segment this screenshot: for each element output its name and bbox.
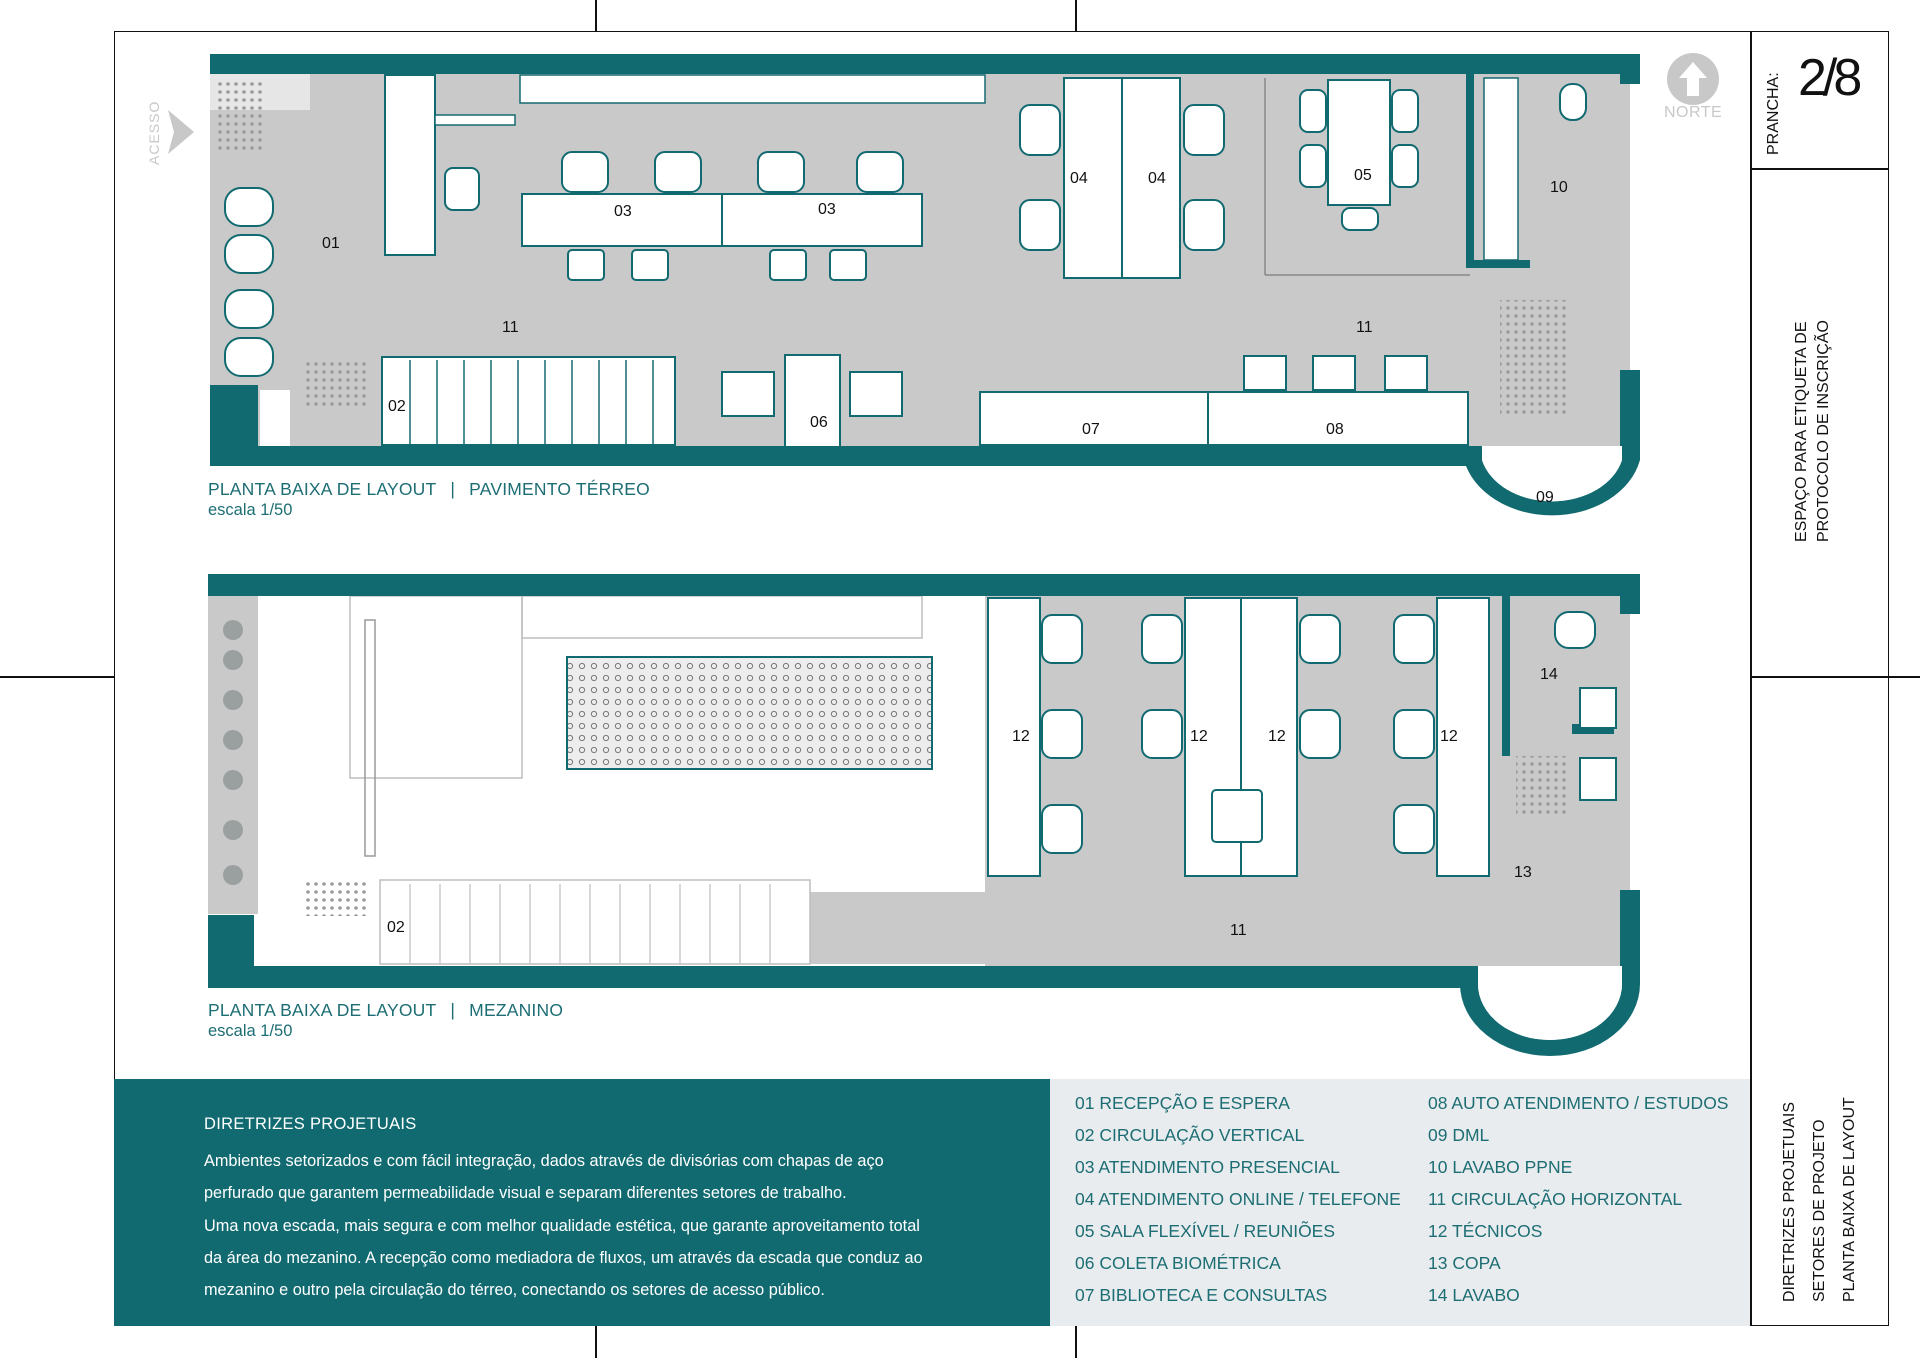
legend-item: 06 COLETA BIOMÉTRICA [1075,1253,1281,1273]
frame-bottom-tick-left [595,1326,597,1358]
room-legend: 01 RECEPÇÃO E ESPERA 02 CIRCULAÇÃO VERTI… [1050,1079,1750,1326]
room-number: 12 [1440,728,1458,745]
biometric-counter-06 [784,354,841,451]
room-number: 02 [387,919,405,936]
access-arrow-icon [168,110,194,154]
room-number: 12 [1268,728,1286,745]
mezz-caption-right: MEZANINO [469,1000,564,1020]
room-number: 12 [1190,728,1208,745]
mezz-caption-left: PLANTA BAIXA DE LAYOUT [208,1000,437,1020]
stamp-line-1: ESPAÇO PARA ETIQUETA DE [1793,321,1810,543]
ground-caption-right: PAVIMENTO TÉRREO [469,479,650,499]
desc-line-1: DIRETRIZES PROJETUAIS [1781,1101,1798,1302]
stair-02-mezz [379,879,811,965]
desk-12-a [987,597,1041,877]
frame-bottom-tick-right [1075,1326,1077,1358]
room-number: 01 [322,235,340,252]
room-number: 11 [502,319,519,336]
guidelines-line: da área do mezanino. A recepção como med… [204,1248,923,1267]
sheet-number: 2/8 [1798,49,1862,107]
room-number: 09 [1536,489,1554,506]
legend-item: 13 COPA [1428,1253,1501,1273]
access-label: ACESSO [146,100,162,165]
title-block-divider-1 [1750,168,1889,170]
legend-item: 02 CIRCULAÇÃO VERTICAL [1075,1125,1305,1145]
ground-caption-left: PLANTA BAIXA DE LAYOUT [208,479,437,499]
dml-09-wall [1464,446,1640,516]
mezzanine-plan: 02 11 12 12 12 12 13 14 [208,574,1640,1056]
perforated-panel [566,656,933,770]
reception-counter [384,74,436,256]
title-block-divider-2 [1750,676,1889,678]
stamp-line-2: PROTOCOLO DE INSCRIÇÃO [1815,320,1832,542]
frame-left-tick [0,676,114,678]
ground-floor-plan: 01 02 03 03 04 04 05 06 07 08 09 10 11 1… [168,53,1719,516]
mezzanine-scale: escala 1/50 [208,1022,293,1040]
room-number: 12 [1012,728,1030,745]
legend-item: 10 LAVABO PPNE [1428,1157,1573,1177]
desk-04-right [1121,77,1181,279]
legend-item: 11 CIRCULAÇÃO HORIZONTAL [1428,1189,1683,1209]
north-label: NORTE [1664,104,1723,121]
room-number: 02 [388,398,406,415]
room-number: 14 [1540,666,1558,683]
legend-item: 03 ATENDIMENTO PRESENCIAL [1075,1157,1340,1177]
guidelines-text: Ambientes setorizados e com fácil integr… [204,1145,1044,1306]
room-number: 03 [614,203,632,220]
legend-item: 05 SALA FLEXÍVEL / REUNIÕES [1075,1221,1336,1241]
room-number: 10 [1550,179,1568,196]
legend-item: 04 ATENDIMENTO ONLINE / TELEFONE [1075,1189,1401,1209]
guidelines-line: perfurado que garantem permeabilidade vi… [204,1184,847,1203]
sheet-label: PRANCHA: [1765,72,1782,155]
room-number: 04 [1070,170,1088,187]
room-number: 11 [1230,922,1247,939]
frame-right-tick [1889,676,1920,678]
desc-line-2: SETORES DE PROJETO [1811,1119,1828,1302]
frame-top-tick-left [595,0,597,31]
room-number: 03 [818,201,836,218]
room-number: 04 [1148,170,1166,187]
ground-caption-sep: | [450,479,456,499]
legend-item: 01 RECEPÇÃO E ESPERA [1075,1093,1290,1113]
room-number: 06 [810,414,828,431]
legend-item: 12 TÉCNICOS [1428,1221,1543,1241]
stair-02 [381,356,676,446]
ground-floor-caption: PLANTA BAIXA DE LAYOUT | PAVIMENTO TÉRREO [208,479,650,500]
frame-top-tick-right [1075,0,1077,31]
guidelines-line: mezanino e outro pela circulação do térr… [204,1281,825,1300]
meeting-table-05 [1327,79,1391,206]
ground-floor-scale: escala 1/50 [208,501,293,519]
counter-08 [1207,391,1469,446]
legend-item: 07 BIBLIOTECA E CONSULTAS [1075,1285,1328,1305]
desk-12-d [1436,597,1490,877]
room-number: 07 [1082,421,1100,438]
guidelines-title: DIRETRIZES PROJETUAIS [204,1115,417,1133]
title-block-divider-vertical [1750,31,1752,1326]
desc-line-3: PLANTA BAIXA DE LAYOUT [1841,1097,1858,1302]
guidelines-line: Ambientes setorizados e com fácil integr… [204,1152,884,1170]
legend-item: 14 LAVABO [1428,1285,1520,1305]
guidelines-line: Uma nova escada, mais segura e com melho… [204,1216,920,1235]
legend-item: 08 AUTO ATENDIMENTO / ESTUDOS [1428,1093,1729,1113]
legend-item: 09 DML [1428,1125,1490,1145]
guidelines-panel: DIRETRIZES PROJETUAIS Ambientes setoriza… [114,1079,1050,1326]
room-number: 08 [1326,421,1344,438]
mezz-caption-sep: | [450,1000,456,1020]
room-number: 11 [1356,319,1373,336]
room-number: 13 [1514,864,1532,881]
mezzanine-caption: PLANTA BAIXA DE LAYOUT | MEZANINO [208,1000,563,1021]
desk-04-left [1063,77,1123,279]
room-number: 05 [1354,167,1372,184]
